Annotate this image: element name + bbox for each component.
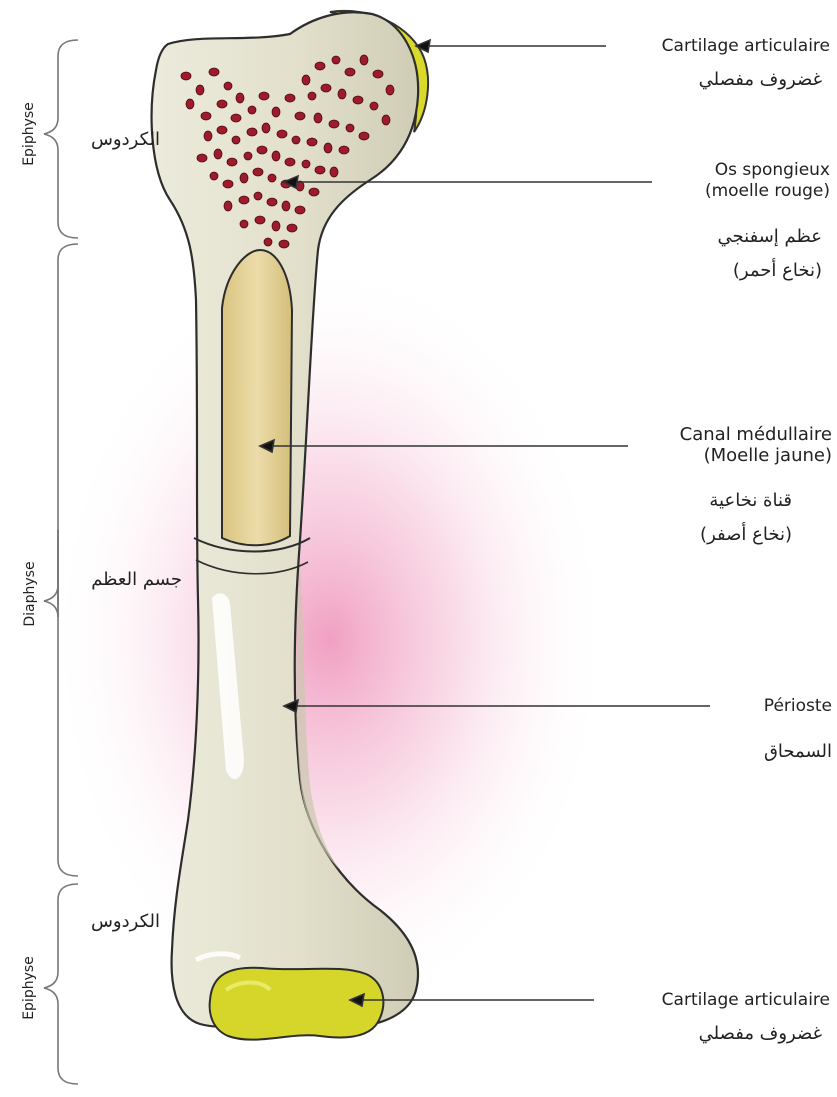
epiphysis-top-label: Epiphyse (21, 99, 37, 169)
spongy-bone-ar: عظم إسفنجي (نخاع أحمر) (586, 220, 822, 288)
cartilage-top-fr: Cartilage articulaire (586, 36, 830, 57)
periosteum-fr: Périoste (586, 696, 832, 717)
canal-fr-line1: Canal médullaire (586, 424, 832, 445)
spongy-fr-line2: (moelle rouge) (586, 181, 830, 202)
canal-ar-line1: قناة نخاعية (586, 484, 792, 518)
canal-fr-line2: (Moelle jaune) (586, 445, 832, 466)
spongy-ar-line2: (نخاع أحمر) (586, 254, 822, 288)
cartilage-top-ar: غضروف مفصلي (586, 68, 822, 92)
periosteum-ar: السمحاق (586, 740, 832, 764)
epiphysis-bottom-ar: الكردوس (70, 910, 160, 934)
epiphysis-top-ar: الكردوس (70, 128, 160, 152)
spongy-fr-line1: Os spongieux (586, 160, 830, 181)
canal-ar-line2: (نخاع أصفر) (586, 518, 792, 552)
canal-ar: قناة نخاعية (نخاع أصفر) (586, 484, 792, 552)
cartilage-bottom-ar: غضروف مفصلي (586, 1022, 822, 1046)
diaphysis-label: Diaphyse (22, 554, 38, 634)
spongy-bone-fr: Os spongieux (moelle rouge) (586, 160, 830, 202)
epiphysis-bottom-label: Epiphyse (21, 953, 37, 1023)
cartilage-bottom-fr: Cartilage articulaire (586, 990, 830, 1011)
diaphysis-ar: جسم العظم (58, 568, 182, 592)
spongy-ar-line1: عظم إسفنجي (586, 220, 822, 254)
canal-fr: Canal médullaire (Moelle jaune) (586, 424, 832, 466)
medullary-canal (222, 250, 292, 545)
